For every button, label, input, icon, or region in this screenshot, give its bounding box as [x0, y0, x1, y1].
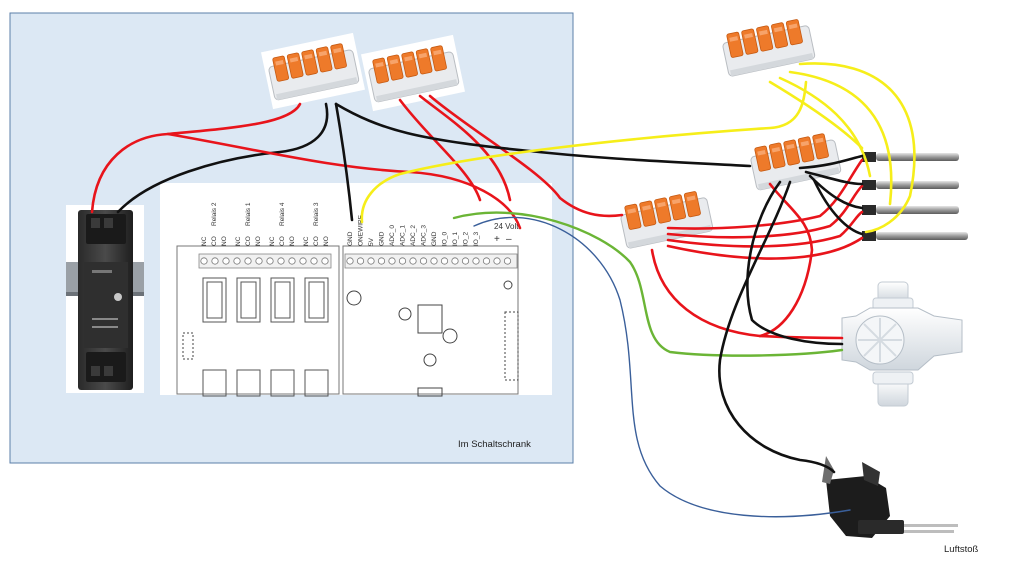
relay-pin-label: NO	[221, 236, 228, 246]
io-pin-label: ONEWIRE	[358, 214, 365, 246]
wago-connector	[742, 122, 848, 200]
terminal-screw	[288, 257, 296, 265]
cabinet-label: Im Schaltschrank	[458, 439, 531, 450]
terminal-screw	[321, 257, 329, 265]
relay-name-label: Relais 1	[245, 202, 252, 226]
terminal-screw	[233, 257, 241, 265]
temperature-probe	[862, 231, 968, 241]
relay-pin-label: NC	[235, 236, 242, 246]
power-supply	[66, 205, 144, 393]
terminal-screw	[299, 257, 307, 265]
relay-name-label: Relais 4	[279, 202, 286, 226]
terminal-screw	[277, 257, 285, 265]
terminal-screw	[419, 257, 428, 265]
terminal-screw	[200, 257, 208, 265]
temperature-probes	[862, 152, 968, 241]
voltage-label: 24 Volt	[494, 222, 519, 231]
io-pin-label: IO_0	[442, 232, 449, 246]
terminal-screw	[430, 257, 438, 265]
terminal-screw	[367, 257, 375, 265]
temperature-probe	[862, 152, 959, 162]
air-pulse-label: Luftstoß	[944, 544, 979, 555]
terminal-screw	[493, 257, 501, 265]
terminal-screw	[346, 257, 354, 265]
io-pin-label: ADC_1	[400, 225, 407, 246]
temperature-probe	[862, 205, 959, 215]
terminal-screw	[310, 257, 318, 265]
io-pin-label: ADC_2	[410, 225, 417, 246]
io-pin-label: GND	[347, 231, 354, 246]
relay-pin-label: NC	[303, 236, 310, 246]
terminal-screw	[451, 257, 459, 265]
terminal-screw	[222, 257, 230, 265]
io-pin-label: IO_1	[452, 232, 459, 246]
terminal-screw	[266, 257, 274, 265]
io-pin-label: GND	[379, 231, 386, 246]
relay-pin-label: NO	[323, 236, 330, 246]
io-pin-label: IO_3	[473, 232, 480, 246]
terminal-screw	[409, 257, 417, 265]
io-pin-label: 5V	[368, 237, 375, 246]
relay-name-label: Relais 2	[211, 202, 218, 226]
terminal-screw	[377, 257, 386, 265]
terminal-screw	[472, 257, 480, 265]
io-pin-label: ADC_3	[421, 225, 428, 246]
terminal-screw	[356, 257, 365, 265]
terminal-screw	[211, 257, 219, 265]
minus-label: –	[506, 234, 512, 245]
wires	[90, 62, 916, 518]
terminal-screws	[200, 257, 512, 265]
relay-name-label: Relais 3	[313, 202, 320, 226]
air-pulse-valve	[822, 456, 958, 538]
relay-pin-label: CO	[245, 236, 252, 246]
io-pin-label: IO_2	[463, 232, 470, 246]
relay-pin-label: NC	[269, 236, 276, 246]
wago-connector	[613, 180, 719, 258]
relay-blocks	[202, 277, 329, 397]
terminal-screw	[482, 257, 491, 265]
flow-sensor	[841, 281, 963, 407]
io-pin-label: ADC_0	[389, 225, 396, 246]
board-components	[182, 280, 519, 397]
controller-board	[160, 183, 552, 397]
terminal-screw	[255, 257, 263, 265]
wago-connector	[715, 8, 821, 86]
terminal-screw	[461, 257, 470, 265]
terminal-screw	[398, 257, 407, 265]
relay-pin-label: CO	[313, 236, 320, 246]
plus-label: +	[494, 234, 500, 245]
wago-connector	[260, 32, 366, 110]
terminal-screw	[244, 257, 252, 265]
relay-pin-label: CO	[211, 236, 218, 246]
wago-connector	[360, 34, 466, 112]
relay-pin-label: NC	[201, 236, 208, 246]
io-pin-label: GND	[431, 231, 438, 246]
temperature-probe	[862, 180, 959, 190]
relay-pin-label: CO	[279, 236, 286, 246]
terminal-screw	[440, 257, 449, 265]
terminal-screw	[388, 257, 396, 265]
relay-pin-label: NO	[255, 236, 262, 246]
relay-pin-label: NO	[289, 236, 296, 246]
terminal-screw	[503, 257, 512, 265]
